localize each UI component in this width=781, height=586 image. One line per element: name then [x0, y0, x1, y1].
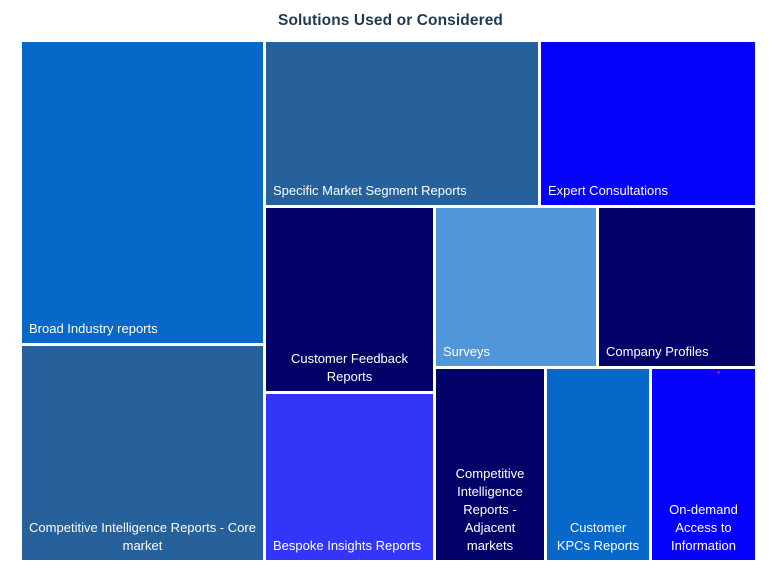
tile-label: Customer KPCs Reports: [556, 520, 640, 554]
treemap-tile-on-demand-access-to-information[interactable]: On-demand Access to Information: [652, 369, 755, 560]
treemap-tile-competitive-intelligence-reports-adjacent-markets[interactable]: Competitive Intelligence Reports - Adjac…: [436, 369, 544, 560]
treemap-tile-specific-market-segment-reports[interactable]: Specific Market Segment Reports: [266, 42, 538, 205]
red-dot-marker: [717, 371, 720, 374]
treemap-tile-surveys[interactable]: Surveys: [436, 208, 596, 366]
tile-label: On-demand Access to Information: [669, 502, 738, 554]
treemap-tile-customer-kpcs-reports[interactable]: Customer KPCs Reports: [547, 369, 649, 560]
tile-label: Surveys: [443, 344, 490, 360]
tile-label: Bespoke Insights Reports: [273, 538, 422, 554]
treemap-tile-customer-feedback-reports[interactable]: Customer Feedback Reports: [266, 208, 433, 391]
tile-label: Specific Market Segment Reports: [273, 183, 467, 199]
treemap-tile-company-profiles[interactable]: Company Profiles: [599, 208, 755, 366]
tile-label: Broad Industry reports: [29, 321, 158, 337]
tile-label: Company Profiles: [606, 344, 709, 360]
tile-label: Competitive Intelligence Reports - Core …: [29, 520, 256, 554]
treemap-tile-broad-industry-reports[interactable]: Broad Industry reports: [22, 42, 263, 343]
tile-label: Competitive Intelligence Reports - Adjac…: [455, 466, 525, 554]
tile-label: Customer Feedback Reports: [290, 351, 409, 385]
tile-label: Expert Consultations: [548, 183, 668, 199]
treemap-tile-expert-consultations[interactable]: Expert Consultations: [541, 42, 755, 205]
treemap-tile-competitive-intelligence-reports-core-market[interactable]: Competitive Intelligence Reports - Core …: [22, 346, 263, 560]
treemap-tile-bespoke-insights-reports[interactable]: Bespoke Insights Reports: [266, 394, 433, 560]
chart-title: Solutions Used or Considered: [278, 12, 503, 29]
